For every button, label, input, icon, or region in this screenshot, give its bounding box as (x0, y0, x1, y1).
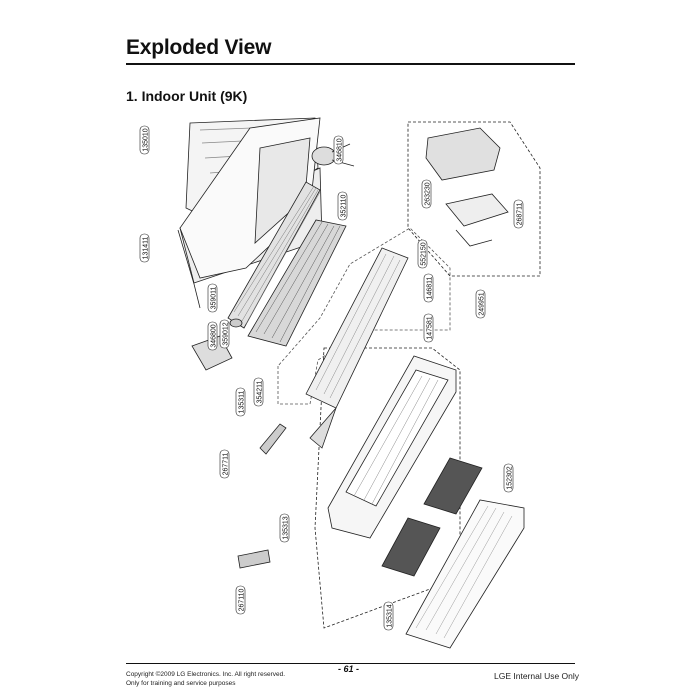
part-code: 267711 (223, 452, 230, 475)
part-code: 263230 (425, 182, 432, 205)
title-rule (126, 63, 575, 65)
part-code: 135311 (239, 390, 246, 413)
exploded-view-diagram: 135010 346810 352110 263230 131411 26871… (139, 117, 541, 649)
cross-flow-fan-part (227, 181, 321, 329)
front-grille-part (405, 499, 525, 649)
page-number: - 61 - (338, 664, 360, 674)
usage-text: Only for training and service purposes (126, 680, 236, 687)
part-code: 552150 (421, 242, 428, 265)
part-code: 146811 (427, 276, 434, 299)
part-code: 135313 (283, 516, 290, 539)
footer-rule (126, 663, 575, 664)
drain-assembly-part (305, 247, 409, 449)
group-outline-electrical (407, 121, 541, 277)
front-frame-part (327, 355, 457, 539)
part-code: 249951 (479, 292, 486, 315)
part-code: 346800 (211, 324, 218, 347)
part-code: 147581 (427, 316, 434, 339)
part-code: 359012 (223, 322, 230, 345)
part-code: 352110 (341, 194, 348, 217)
page-title: Exploded View (126, 36, 272, 59)
footer-copyright: Copyright ©2009 LG Electronics. Inc. All… (126, 670, 285, 688)
copyright-text: Copyright ©2009 LG Electronics. Inc. All… (126, 671, 286, 678)
part-code: 152302 (507, 466, 514, 489)
part-code: 268711 (517, 202, 524, 225)
part-code: 359011 (211, 286, 218, 309)
air-filter-part (381, 457, 483, 577)
internal-use-label: LGE Internal Use Only (494, 671, 580, 681)
section-subtitle: 1. Indoor Unit (9K) (126, 88, 248, 104)
evaporator-part (247, 219, 347, 347)
control-box-part (425, 127, 509, 247)
group-outline-middle (277, 227, 451, 405)
part-code: 135010 (143, 128, 150, 151)
part-code: 346810 (337, 138, 344, 161)
fan-motor-part (311, 143, 355, 167)
small-parts (191, 335, 287, 569)
part-code: 354211 (257, 380, 264, 403)
part-code: 131411 (143, 236, 150, 259)
part-code: 267110 (239, 588, 246, 611)
part-code: 135314 (387, 604, 394, 627)
